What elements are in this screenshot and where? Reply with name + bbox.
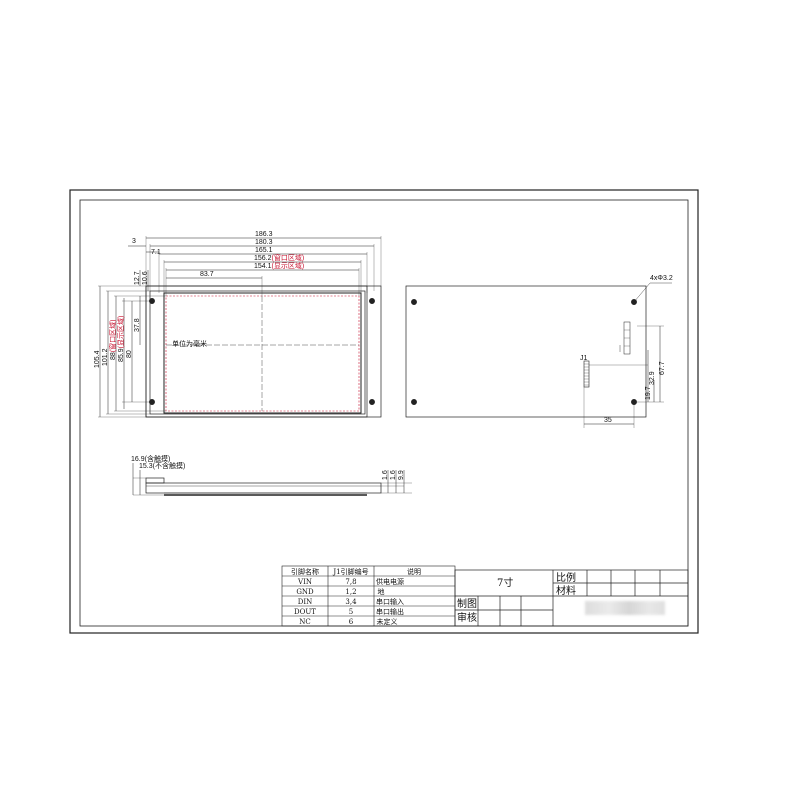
back-view-labels: 4xΦ3.2 J1 32.9 67.7 19.7 35 (580, 275, 673, 424)
material-label: 材料 (556, 584, 576, 597)
pin-row-number: 6 (349, 618, 354, 626)
pin-row-number: 5 (349, 608, 353, 616)
pin-row-name: DOUT (294, 608, 316, 616)
height-visible: 85.9(显示区域) (116, 316, 125, 362)
pin-row-name: NC (299, 618, 310, 626)
unit-note: 单位为毫米 (172, 339, 207, 348)
height-overall: 105.4 (94, 350, 101, 368)
front-hole-tr (369, 298, 375, 304)
pin-row-name: VIN (297, 578, 312, 586)
checked-label: 审核 (457, 611, 477, 624)
hole-leader (633, 282, 651, 303)
side-view-labels: 16.9(含触摸) 15.3(不含触摸) 1.6 1.6 9.9 (131, 454, 405, 480)
redacted-company-name (585, 601, 665, 615)
width-glass: 165.1 (255, 247, 273, 254)
pin-header-desc: 说明 (407, 567, 421, 576)
pin-row-number: 1,2 (345, 588, 356, 596)
thickness-no-touch: 15.3(不含触摸) (139, 461, 185, 470)
side-dim-1: 1.6 (382, 470, 389, 480)
outer-frame (69, 189, 699, 634)
height-active: 88(窗口区域) (108, 320, 117, 360)
pin-row-number: 3,4 (345, 598, 357, 606)
back-view (405, 282, 672, 428)
side-panel-body (145, 482, 382, 494)
product-title: 7寸 (497, 576, 513, 589)
pin-row-desc: 串口输入 (376, 597, 404, 606)
pin-row-name: DIN (298, 598, 313, 606)
dim-32-9: 32.9 (649, 371, 656, 385)
ratio-label: 比例 (556, 571, 576, 584)
width-active: 156.2(窗口区域) (254, 253, 304, 262)
active-area (165, 295, 360, 412)
dim-67-7: 67.7 (659, 361, 666, 375)
width-bezel: 180.3 (255, 239, 273, 246)
height-half: 37.8 (134, 318, 141, 332)
pin-row-desc: 未定义 (377, 617, 398, 626)
side-dim-3: 9.9 (398, 470, 405, 480)
drawn-label: 制图 (457, 597, 477, 610)
back-hole-bl (411, 399, 417, 405)
pin-header-number: J1引脚编号 (332, 567, 368, 576)
height-holes: 80 (126, 350, 133, 358)
back-pcb-outline (405, 285, 647, 418)
pin-header-name: 引脚名称 (291, 567, 319, 576)
front-view (98, 236, 382, 418)
pin-row-number: 7,8 (345, 578, 356, 586)
title-block-text: 7寸 比例 材料 制图 审核 (457, 571, 576, 624)
front-glass (163, 292, 362, 414)
side-dim-2: 1.6 (390, 470, 397, 480)
back-hole-tl (411, 299, 417, 305)
connector-j1 (583, 360, 590, 388)
front-outer-bezel (145, 285, 382, 418)
offset-left-3: 3 (132, 238, 136, 245)
pin-row-desc: 供电电源 (376, 577, 404, 586)
pin-table-text: 引脚名称 J1引脚编号 说明 VIN 7,8 供电电源 GND 1,2 地 DI… (291, 567, 421, 626)
side-view (132, 463, 412, 496)
front-inner-bezel (149, 290, 366, 415)
side-touch-glass (145, 477, 165, 484)
connector-j1-label: J1 (580, 355, 588, 362)
width-visible: 154.1(显示区域) (254, 261, 304, 270)
offset-left-7-1: 7.1 (151, 249, 161, 256)
pin-row-desc: 串口输出 (376, 607, 404, 616)
title-block (454, 569, 689, 627)
hole-callout: 4xΦ3.2 (650, 275, 673, 282)
dim-19-7: 19.7 (645, 386, 652, 400)
offset-top-12-7: 12.7 (134, 271, 141, 285)
front-pcb-outline (145, 285, 368, 418)
thickness-with-touch: 16.9(含触摸) (131, 454, 170, 463)
height-bezel: 101.2 (102, 348, 109, 366)
pin-row-name: GND (296, 588, 314, 596)
dim-35: 35 (604, 417, 612, 424)
width-overall: 186.3 (255, 231, 273, 238)
front-hole-br (369, 399, 375, 405)
front-view-labels: 186.3 180.3 165.1 156.2(窗口区域) 154.1(显示区域… (94, 231, 304, 368)
width-half: 83.7 (200, 271, 214, 278)
pin-row-desc: 地 (378, 587, 385, 596)
offset-top-10-6: 10.6 (142, 271, 149, 285)
